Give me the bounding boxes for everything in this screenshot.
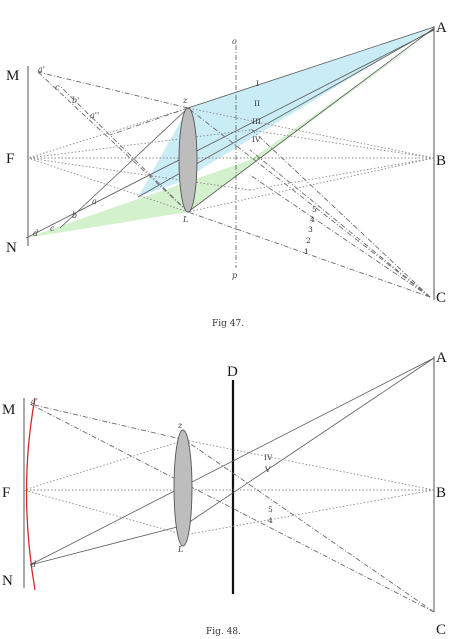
axis-label-top: o bbox=[232, 37, 237, 46]
point-label-N: N bbox=[6, 240, 17, 256]
ray bbox=[249, 129, 435, 159]
figure-caption: Fig 47. bbox=[212, 319, 244, 329]
ray bbox=[249, 127, 431, 298]
image-label: b bbox=[72, 211, 77, 220]
lens-label-top: z bbox=[177, 421, 183, 430]
ray bbox=[187, 27, 435, 213]
figure-47: A B C M F N z L o p a' c b' a'' d c b a … bbox=[6, 20, 447, 329]
ray bbox=[249, 157, 435, 191]
point-label-M: M bbox=[2, 402, 15, 418]
ray bbox=[27, 157, 251, 191]
image-label: a bbox=[92, 197, 97, 206]
image-label: d bbox=[31, 560, 36, 569]
curved-image-surface bbox=[25, 397, 36, 591]
ray bbox=[27, 129, 251, 159]
image-label: a' bbox=[38, 65, 45, 74]
ray-numeral: I bbox=[256, 79, 259, 88]
point-label-C: C bbox=[436, 622, 446, 638]
ray-numeral: 5 bbox=[268, 505, 273, 514]
ray-numeral: 2 bbox=[306, 236, 311, 245]
ray bbox=[187, 26, 435, 109]
image-label: c bbox=[55, 83, 60, 92]
ray-numeral: 4 bbox=[268, 516, 273, 525]
ray bbox=[184, 439, 435, 491]
ray-numeral: IV bbox=[264, 453, 273, 462]
point-label-C: C bbox=[436, 290, 446, 306]
ray bbox=[29, 357, 435, 566]
point-label-B: B bbox=[436, 485, 446, 501]
ray bbox=[29, 403, 435, 613]
ray bbox=[184, 489, 435, 536]
ray bbox=[23, 489, 186, 536]
image-label: b' bbox=[72, 96, 79, 105]
ray bbox=[37, 71, 189, 213]
point-label-M: M bbox=[6, 68, 19, 84]
ray bbox=[184, 439, 435, 613]
ray bbox=[187, 107, 431, 298]
ray-numeral: 5 bbox=[312, 205, 317, 214]
ray bbox=[187, 211, 431, 298]
ray bbox=[25, 29, 435, 239]
image-label: a'' bbox=[90, 111, 99, 120]
stop-label-D: D bbox=[227, 364, 238, 380]
axis-label-bottom: p bbox=[232, 271, 237, 280]
point-label-A: A bbox=[436, 350, 447, 366]
image-label: a' bbox=[31, 397, 38, 406]
ray-numeral: IV bbox=[252, 135, 261, 144]
blue-ray-band bbox=[138, 27, 434, 197]
ray bbox=[249, 174, 431, 298]
ray bbox=[59, 107, 189, 229]
ray bbox=[109, 107, 189, 136]
point-label-B: B bbox=[436, 153, 446, 169]
image-label: c bbox=[50, 224, 55, 233]
figure-caption: Fig. 48. bbox=[206, 627, 241, 637]
ray-numeral: V bbox=[264, 465, 271, 474]
ray bbox=[27, 157, 189, 213]
lens-label-bottom: L bbox=[182, 215, 188, 224]
ray-numeral: II bbox=[254, 99, 260, 108]
ray bbox=[23, 439, 186, 491]
lens bbox=[178, 107, 198, 213]
ray bbox=[184, 357, 435, 526]
ray bbox=[29, 524, 186, 566]
ray bbox=[29, 403, 186, 441]
point-label-F: F bbox=[2, 485, 10, 501]
image-label: d bbox=[33, 229, 38, 238]
lens-label-top: z bbox=[182, 96, 188, 105]
point-label-N: N bbox=[2, 573, 13, 589]
ray-numeral: III bbox=[252, 117, 261, 126]
ray bbox=[37, 71, 189, 109]
ray-numeral: 3 bbox=[308, 225, 313, 234]
ray-numeral: 4 bbox=[310, 215, 315, 224]
lens-label-bottom: L bbox=[177, 545, 183, 554]
ray-numeral: 1 bbox=[304, 247, 309, 256]
point-label-F: F bbox=[6, 151, 14, 167]
lens bbox=[173, 429, 193, 547]
point-label-A: A bbox=[436, 20, 447, 36]
figure-48: A B C M F N D z L a' d IV V 5 4 Fig. 48. bbox=[2, 350, 447, 638]
ray bbox=[249, 149, 431, 298]
